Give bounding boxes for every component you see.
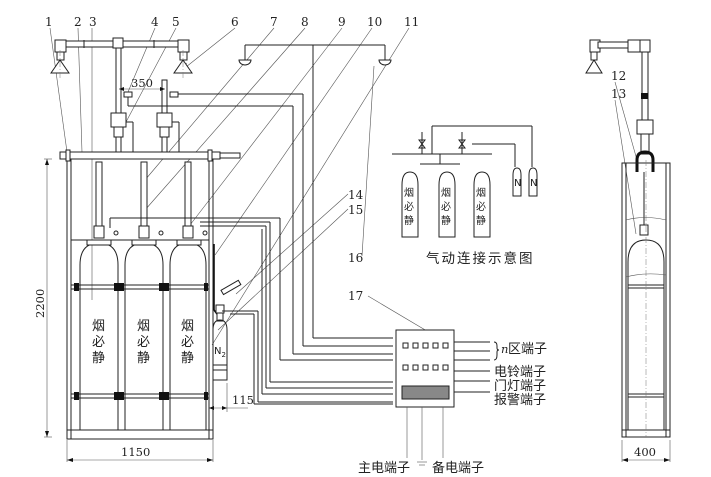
- dimension-1150: 1150: [66, 440, 214, 462]
- dimension-400-label: 400: [634, 445, 656, 459]
- cylinder-2-label-char-2: 必: [137, 335, 150, 350]
- schematic-cyl-1-char-2: 必: [404, 200, 414, 213]
- control-wiring: [222, 94, 393, 405]
- agent-cylinder-1: 烟 必 静: [79, 239, 119, 430]
- part-label-12: 12: [611, 69, 626, 83]
- alarm-terminal-label: 报警端子: [494, 392, 546, 408]
- cylinder-2-label-char-1: 烟: [137, 319, 150, 334]
- main-power-terminal-label: 主电端子: [358, 461, 410, 476]
- pneumatic-connection-schematic: 烟 必 静 烟 必 静 烟 必 静 N N 气动连接示意图: [392, 125, 538, 267]
- backup-power-terminal-label: 备电端子: [432, 460, 484, 476]
- selector-valve-2: [156, 112, 180, 153]
- cylinder-3-label-char-2: 必: [181, 335, 194, 350]
- part-label-4: 4: [151, 15, 159, 29]
- part-label-2: 2: [74, 15, 82, 29]
- cylinder-2-label-char-3: 静: [137, 351, 150, 366]
- schematic-cyl-1-char-3: 静: [404, 214, 414, 227]
- selector-valve-1: [110, 112, 134, 153]
- schematic-title: 气动连接示意图: [426, 250, 535, 267]
- part-label-14: 14: [348, 188, 364, 202]
- cylinder-1-label-char-1: 烟: [92, 319, 105, 334]
- cylinder-3-label-char-3: 静: [181, 351, 194, 366]
- cylinder-1-label-char-2: 必: [92, 335, 105, 350]
- cylinder-valve-heads: [93, 225, 208, 239]
- cylinder-1-label-char-3: 静: [92, 351, 105, 366]
- part-label-6: 6: [231, 15, 239, 29]
- bell-terminal-label: 电铃端子: [494, 365, 546, 380]
- dimension-350: 350: [119, 76, 165, 91]
- part-label-9: 9: [338, 15, 346, 29]
- schematic-cyl-3-char-3: 静: [476, 214, 486, 227]
- side-view: 400: [585, 39, 671, 462]
- dimension-115-label: 115: [232, 393, 254, 407]
- dimension-2200: 2200: [33, 158, 52, 438]
- part-label-8: 8: [301, 15, 309, 29]
- door-light-terminal-label: 门灯端子: [494, 379, 546, 394]
- nitrogen-cylinder: N2: [212, 244, 242, 381]
- control-panel: n 区端子 电铃端子 门灯端子 报警端子 主电端子 备电端子: [358, 329, 547, 476]
- detector-wiring: [244, 44, 393, 339]
- cabinet-frame: [59, 149, 241, 440]
- agent-cylinder-3: 烟 必 静: [169, 239, 207, 430]
- dimension-115: 115: [209, 383, 254, 412]
- cylinder-hoses: [95, 161, 280, 228]
- part-label-7: 7: [270, 15, 278, 29]
- schematic-cyl-3-char-2: 必: [476, 200, 486, 213]
- schematic-cyl-1-char-1: 烟: [404, 186, 414, 199]
- dimension-2200-label: 2200: [33, 289, 47, 318]
- zone-terminal-label: 区端子: [508, 342, 547, 357]
- schematic-cyl-2-char-1: 烟: [441, 186, 451, 199]
- part-label-16: 16: [348, 251, 363, 265]
- part-label-15: 15: [348, 203, 363, 217]
- n2-label: N2: [214, 346, 226, 359]
- pressure-switches: [123, 91, 303, 107]
- smoke-detector-left: [238, 59, 252, 66]
- schematic-cyl-2-char-3: 静: [441, 214, 451, 227]
- dimension-1150-label: 1150: [121, 445, 150, 459]
- part-label-17: 17: [348, 289, 363, 303]
- nozzle-left: [50, 50, 70, 78]
- agent-cylinder-2: 烟 必 静: [124, 239, 164, 430]
- display-panel: [401, 385, 450, 400]
- schematic-cyl-3-char-1: 烟: [476, 186, 486, 199]
- nozzle-right: [173, 50, 193, 78]
- cylinder-3-label-char-1: 烟: [181, 319, 194, 334]
- part-number-labels: 1 2 3 4 5 6 7 8 9 10 11 12 13 14 15 16 1…: [45, 15, 626, 303]
- zone-terminal-prefix: n: [501, 342, 508, 356]
- part-label-3: 3: [89, 15, 97, 29]
- smoke-detector-right: [378, 59, 392, 66]
- part-label-5: 5: [172, 15, 180, 29]
- schematic-n2-label-2: N: [530, 178, 537, 189]
- strap-clamps: [74, 283, 208, 400]
- part-label-10: 10: [367, 15, 382, 29]
- schematic-n2-label-1: N: [514, 178, 521, 189]
- schematic-cyl-2-char-2: 必: [441, 200, 451, 213]
- dimension-350-label: 350: [131, 76, 153, 90]
- part-label-11: 11: [404, 15, 419, 29]
- part-label-1: 1: [45, 15, 53, 29]
